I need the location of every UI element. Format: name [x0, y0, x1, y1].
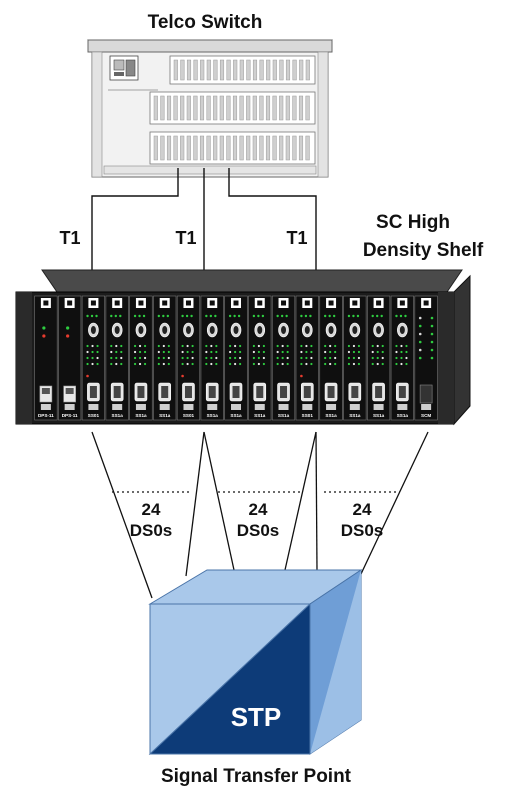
rj-port-icon — [373, 404, 384, 410]
shelf-card: SCM — [414, 295, 438, 421]
rj-port-icon — [159, 404, 170, 410]
card-label: SS1a — [373, 413, 385, 418]
rj-port-icon — [112, 404, 123, 410]
shelf-card: SS1a — [390, 295, 414, 421]
stp-label: STP — [231, 702, 282, 732]
shelf-card: SS1a — [343, 295, 367, 421]
shelf-card: SS01 — [295, 295, 319, 421]
card-label: SS1a — [112, 413, 124, 418]
card-label: SS01 — [302, 413, 314, 418]
switch-drawer — [149, 131, 316, 165]
sc-high-density-shelf: DPS-11 DPS-11 SS01 SS1a SS1a SS1a SS01 SS1a SS1a… — [15, 269, 471, 426]
card-label: SS1a — [230, 413, 242, 418]
shelf-card: DPS-11 — [58, 295, 82, 421]
rj-port-icon — [135, 404, 146, 410]
telco-switch-title: Telco Switch — [148, 12, 263, 33]
shelf-title-line2: Density Shelf — [363, 240, 484, 261]
t1-label-middle: T1 — [175, 228, 196, 248]
rj-port-icon — [349, 404, 360, 410]
shelf-card: SS1a — [153, 295, 177, 421]
signal-transfer-point-title: Signal Transfer Point — [161, 766, 352, 787]
ds0-connections — [91, 431, 429, 599]
telco-switch — [87, 39, 333, 178]
card-label: SS1a — [159, 413, 171, 418]
card-label: DPS-11 — [38, 413, 54, 418]
shelf-card: SS1a — [105, 295, 129, 421]
shelf-card: SS1a — [224, 295, 248, 421]
rj-port-icon — [254, 404, 265, 410]
switch-control-panel — [108, 55, 158, 91]
shelf-card: SS1a — [271, 295, 296, 421]
card-label: SS1a — [207, 413, 219, 418]
card-label: SS1a — [135, 413, 147, 418]
rj-port-icon — [88, 404, 99, 410]
card-label: SS1a — [397, 413, 409, 418]
ds0-count-3: 24 — [353, 500, 372, 519]
shelf-card: SS1a — [319, 295, 343, 421]
card-label: SS01 — [183, 413, 195, 418]
switch-drawer — [169, 55, 316, 85]
shelf-card: SS1a — [248, 295, 272, 421]
shelf-card: DPS-11 — [34, 295, 58, 421]
shelf-card: SS1a — [129, 295, 153, 421]
card-label: SS1a — [325, 413, 337, 418]
card-label: SCM — [421, 413, 431, 418]
rj-port-icon — [397, 404, 408, 410]
t1-label-right: T1 — [286, 228, 307, 248]
switch-vent-panels — [149, 55, 316, 165]
rj-port-icon — [183, 404, 194, 410]
rj-port-icon — [278, 404, 289, 410]
ds0-count-2: 24 — [249, 500, 268, 519]
shelf-card: SS1a — [367, 295, 391, 421]
card-label: SS1a — [278, 413, 290, 418]
stp-cube-side-shade — [310, 570, 361, 754]
card-label: SS01 — [88, 413, 100, 418]
shelf-card: SS01 — [176, 295, 201, 421]
shelf-cards: DPS-11 DPS-11 SS01 SS1a SS1a SS1a SS01 SS1a SS1a… — [34, 295, 438, 421]
t1-label-left: T1 — [59, 228, 80, 248]
rj-port-icon — [326, 404, 337, 410]
card-label: DPS-11 — [62, 413, 78, 418]
ds0-unit-2: DS0s — [237, 521, 280, 540]
rj-port-icon — [207, 404, 218, 410]
ds0-count-1: 24 — [142, 500, 161, 519]
stp-cube — [148, 569, 363, 756]
stp-cube-front-dark — [148, 602, 311, 755]
ds0-unit-3: DS0s — [341, 521, 384, 540]
rj-port-icon — [302, 404, 313, 410]
shelf-card: SS01 — [81, 295, 105, 421]
card-label: SS1a — [349, 413, 361, 418]
card-label: SS1a — [254, 413, 266, 418]
switch-drawer — [149, 91, 316, 125]
ds0-unit-1: DS0s — [130, 521, 173, 540]
rj-port-icon — [421, 404, 432, 410]
rj-port-icon — [231, 404, 241, 410]
shelf-card: SS1a — [200, 295, 224, 421]
shelf-title-line1: SC High — [376, 212, 450, 233]
rj-port-icon — [64, 404, 75, 410]
rj-port-icon — [40, 404, 51, 410]
